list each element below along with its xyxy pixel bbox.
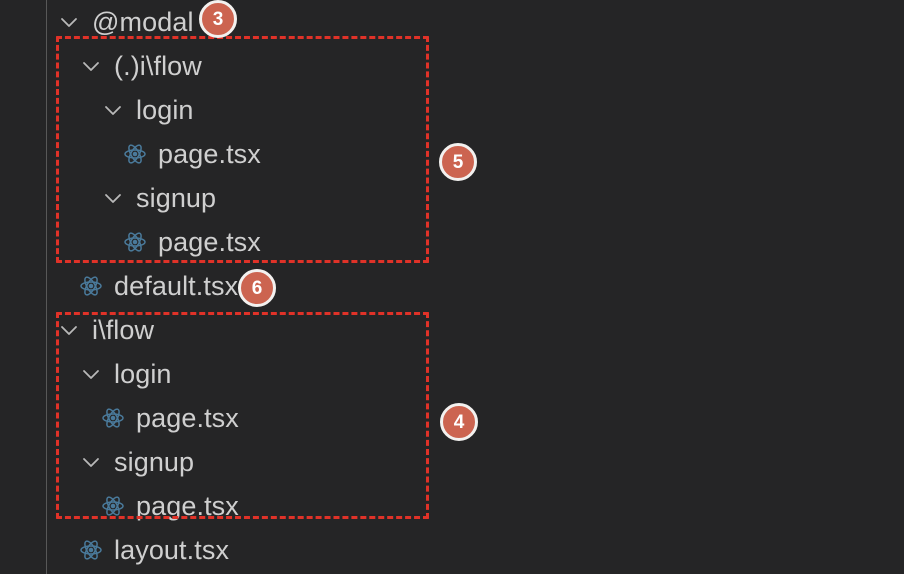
annotation-badge-6: 6 [238, 269, 276, 307]
tree-folder-row[interactable]: @modal [0, 0, 904, 44]
tree-folder-row[interactable]: i\flow [0, 308, 904, 352]
tree-folder-row[interactable]: login [0, 352, 904, 396]
tree-file-row[interactable]: page.tsx [0, 132, 904, 176]
file-name-label: default.tsx [114, 270, 239, 301]
react-icon [122, 229, 148, 255]
react-icon [78, 273, 104, 299]
file-name-label: page.tsx [136, 402, 239, 433]
badge-number: 3 [212, 8, 224, 30]
react-icon [122, 141, 148, 167]
tree-folder-row[interactable]: (.)i\flow [0, 44, 904, 88]
tree-file-row[interactable]: default.tsx [0, 264, 904, 308]
tree-file-row[interactable]: layout.tsx [0, 528, 904, 572]
tree-folder-row[interactable]: signup [0, 176, 904, 220]
chevron-down-icon[interactable] [78, 361, 104, 387]
chevron-down-icon[interactable] [56, 317, 82, 343]
folder-name-label: signup [136, 182, 217, 213]
folder-name-label: i\flow [92, 314, 155, 345]
tree-file-row[interactable]: page.tsx [0, 484, 904, 528]
indent-guide-line [46, 0, 47, 574]
annotation-badge-3: 3 [199, 0, 237, 38]
folder-name-label: login [136, 94, 194, 125]
annotation-badge-4: 4 [440, 403, 478, 441]
react-icon [78, 537, 104, 563]
react-icon [100, 493, 126, 519]
file-name-label: layout.tsx [114, 534, 230, 565]
badge-number: 5 [452, 151, 464, 173]
annotation-badge-5: 5 [439, 143, 477, 181]
folder-name-label: @modal [92, 6, 194, 37]
folder-name-label: signup [114, 446, 195, 477]
folder-name-label: (.)i\flow [114, 50, 202, 81]
chevron-down-icon[interactable] [78, 53, 104, 79]
badge-number: 4 [453, 411, 465, 433]
tree-folder-row[interactable]: signup [0, 440, 904, 484]
file-name-label: page.tsx [158, 138, 261, 169]
badge-number: 6 [251, 277, 263, 299]
chevron-down-icon[interactable] [56, 9, 82, 35]
tree-file-row[interactable]: page.tsx [0, 220, 904, 264]
tree-folder-row[interactable]: login [0, 88, 904, 132]
folder-name-label: login [114, 358, 172, 389]
chevron-down-icon[interactable] [78, 449, 104, 475]
tree-file-row[interactable]: page.tsx [0, 396, 904, 440]
file-name-label: page.tsx [136, 490, 239, 521]
chevron-down-icon[interactable] [100, 97, 126, 123]
react-icon [100, 405, 126, 431]
chevron-down-icon[interactable] [100, 185, 126, 211]
file-name-label: page.tsx [158, 226, 261, 257]
